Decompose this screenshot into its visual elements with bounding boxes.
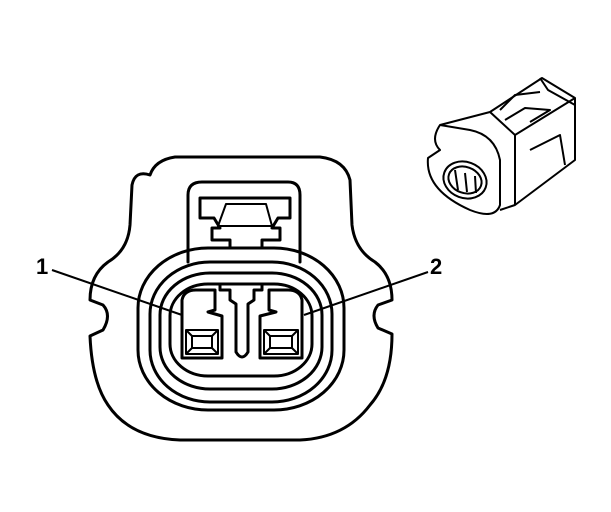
center-key — [218, 282, 264, 359]
latch-detail — [217, 203, 273, 227]
seal-ring-outer — [136, 246, 346, 412]
callout-label-1: 1 — [36, 254, 49, 279]
latch-housing — [186, 180, 302, 264]
leader-line-2 — [303, 271, 429, 316]
callout-label-2: 2 — [430, 254, 443, 279]
housing-outline — [88, 155, 394, 442]
terminal-1 — [180, 288, 224, 360]
terminal-2 — [258, 288, 304, 360]
latch — [198, 196, 292, 250]
terminal-2-inner — [263, 329, 299, 355]
leader-line-1 — [51, 269, 183, 316]
seal-ring-3 — [158, 271, 324, 391]
terminal-1-inner — [185, 329, 219, 355]
seal-ring-2 — [148, 260, 334, 404]
connector-isometric-view — [426, 77, 576, 215]
